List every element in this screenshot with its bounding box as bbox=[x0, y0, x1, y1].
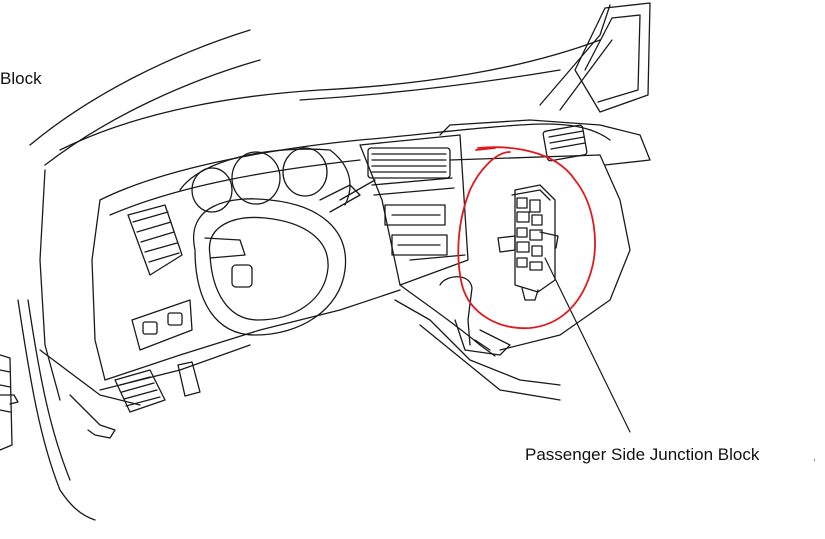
highlight-circle bbox=[457, 146, 596, 329]
highlight-circle-tail bbox=[475, 147, 496, 151]
instrument-cluster bbox=[179, 147, 351, 213]
partial-block-label: Block bbox=[0, 69, 42, 88]
stray-tick-mark: , bbox=[813, 452, 816, 463]
pedals bbox=[69, 361, 201, 439]
callout-leader-line bbox=[544, 257, 631, 433]
side-mirror bbox=[574, 2, 651, 113]
passenger-junction-block-label: Passenger Side Junction Block bbox=[525, 445, 760, 464]
gear-shifter bbox=[394, 276, 561, 401]
left-air-vent bbox=[127, 204, 183, 276]
windshield-frame bbox=[29, 4, 613, 166]
center-stack bbox=[359, 134, 469, 286]
center-air-vents bbox=[367, 124, 588, 179]
left-edge-component bbox=[0, 354, 19, 451]
lower-dash bbox=[17, 169, 401, 521]
steering-wheel bbox=[192, 179, 376, 336]
junction-block bbox=[497, 184, 559, 301]
left-switch-panel bbox=[131, 299, 193, 351]
